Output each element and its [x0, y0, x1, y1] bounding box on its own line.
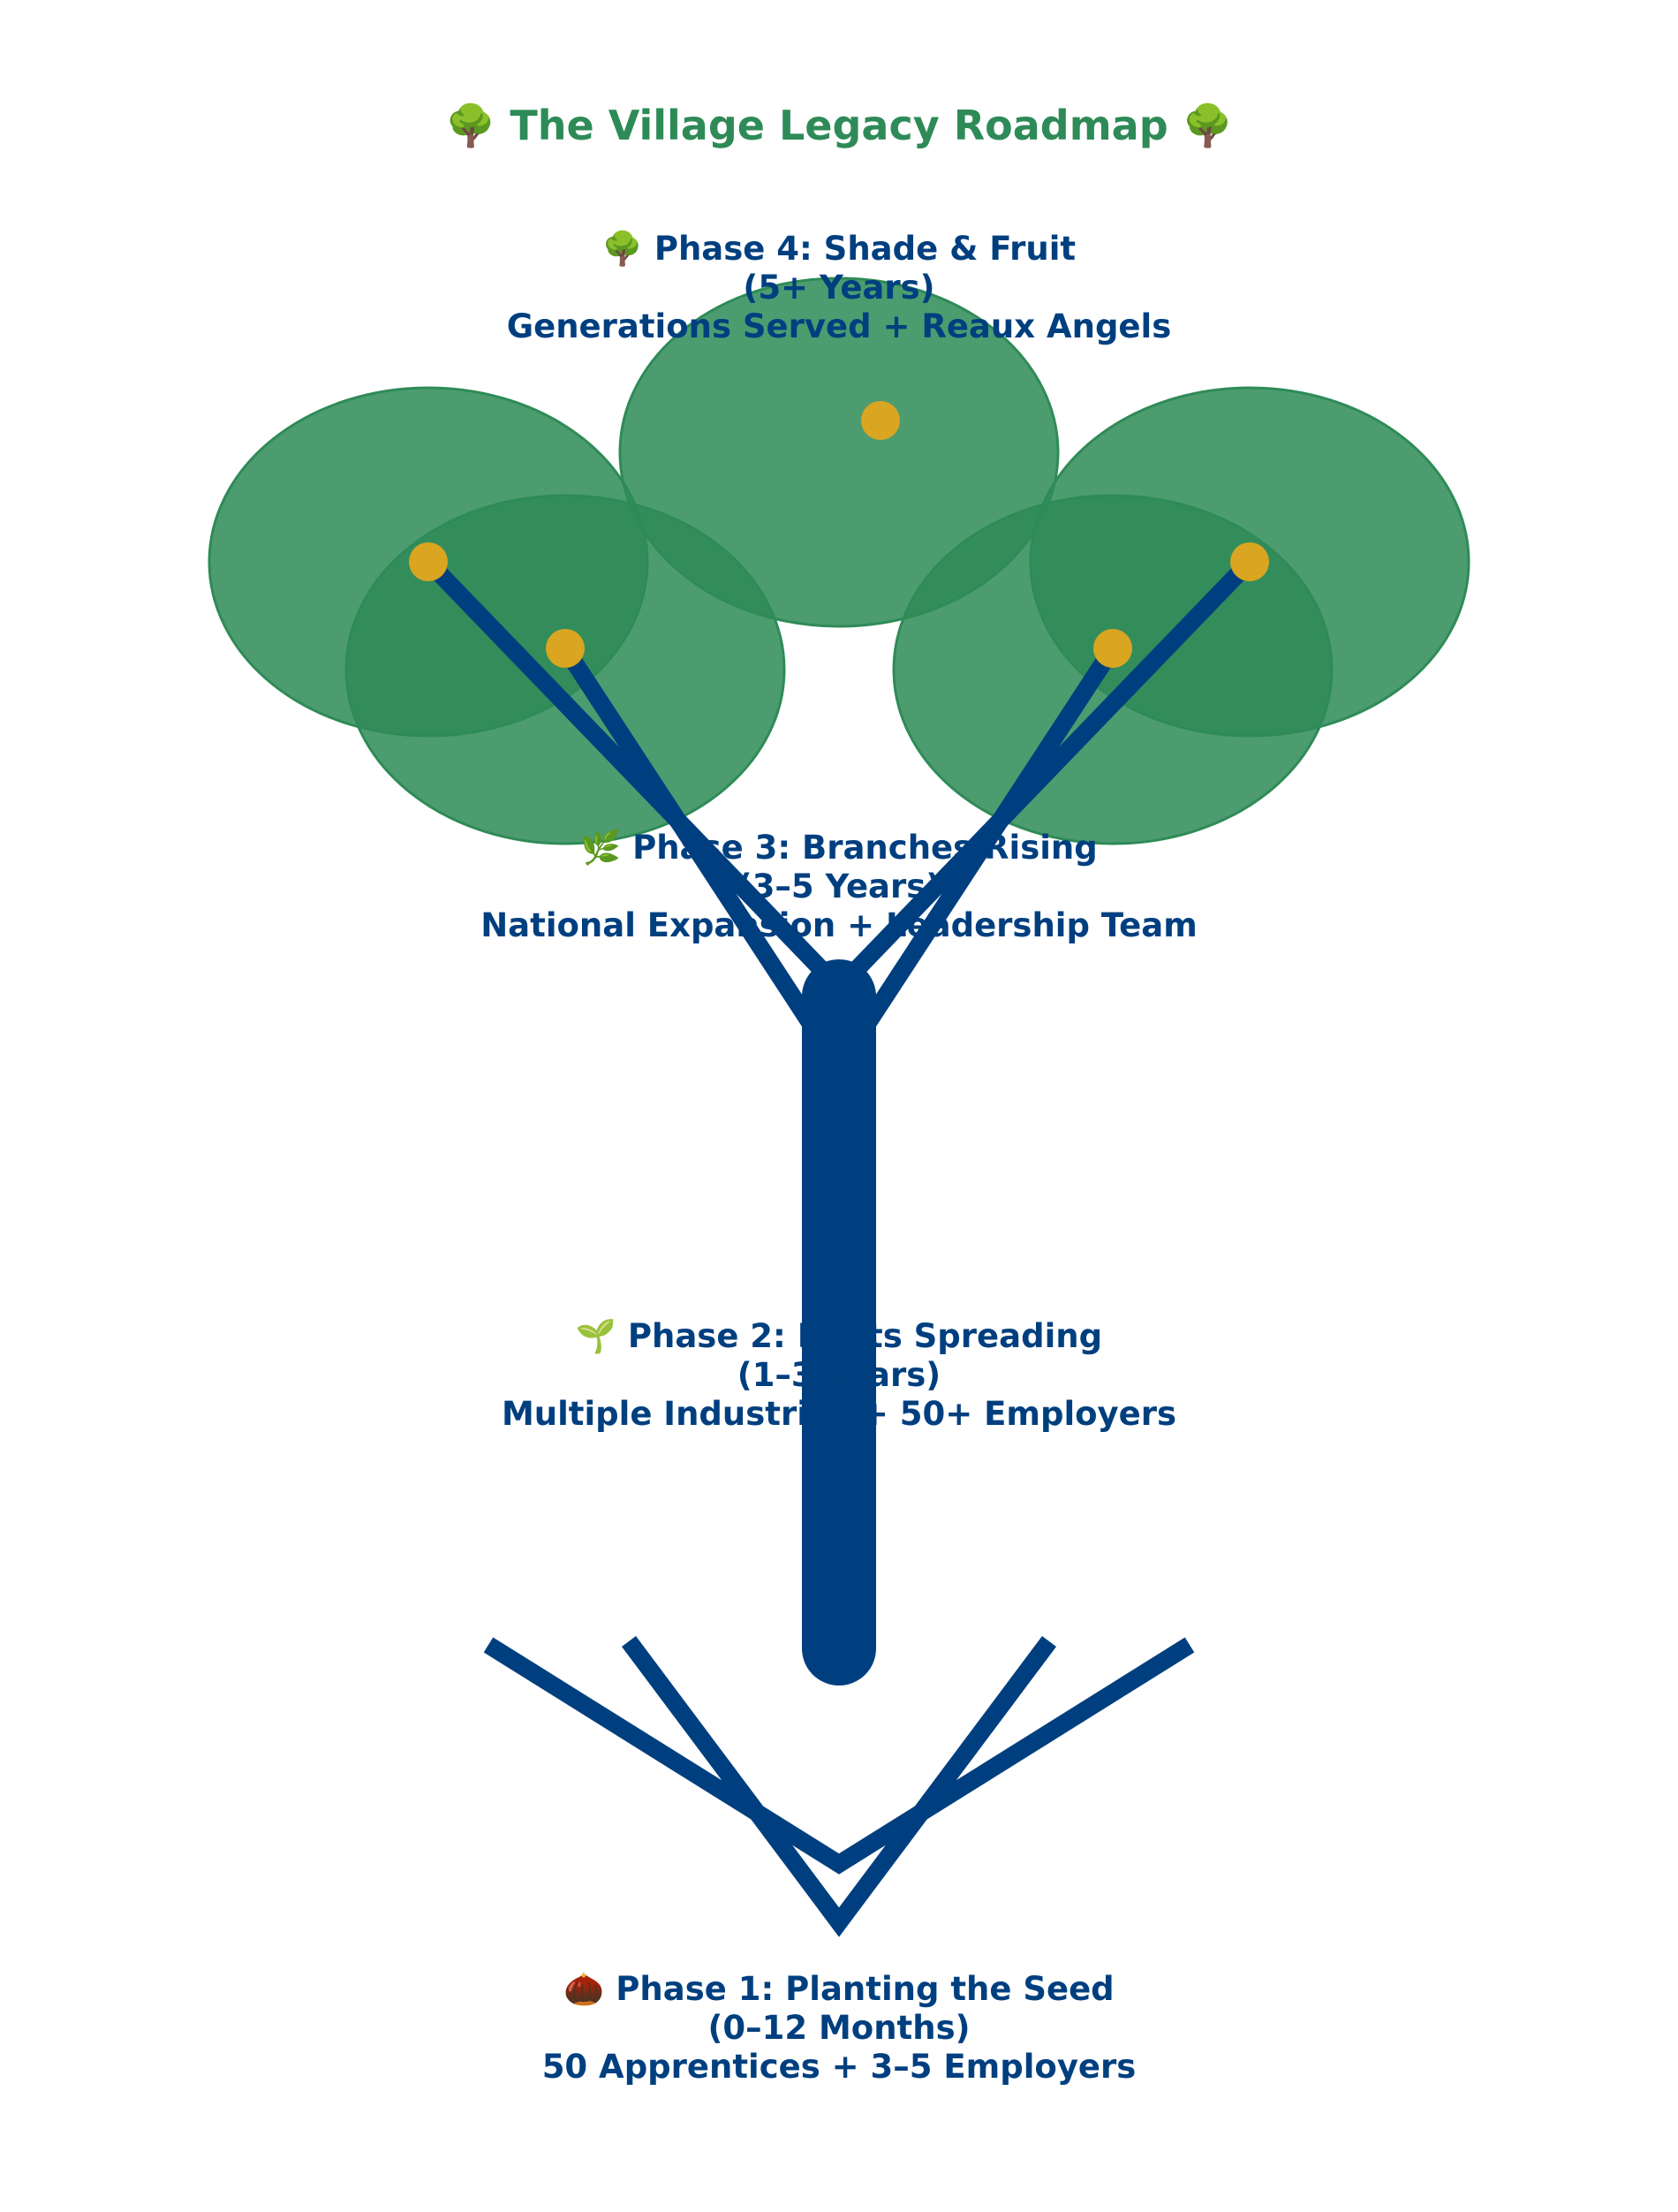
canopy-top — [618, 276, 1060, 628]
tree-fruits — [409, 401, 1269, 668]
phase-3-description: National Expansion + Leadership Team — [480, 906, 1198, 944]
phase-3-title: 🌿 Phase 3: Branches Rising — [580, 829, 1098, 867]
branch-far-left — [421, 556, 846, 994]
diagram-title: 🌳 The Village Legacy Roadmap 🌳 — [445, 101, 1233, 149]
phase-1-duration: (0–12 Months) — [707, 2009, 970, 2047]
phase-4-description: Generations Served + Reaux Angels — [507, 307, 1172, 345]
phase-1-title: 🌰 Phase 1: Planting the Seed — [563, 1970, 1114, 2008]
tree-canopy — [208, 276, 1470, 845]
branch-inner-left — [557, 643, 847, 1072]
phase-3-duration: (3–5 Years) — [737, 867, 941, 905]
phase-2-title: 🌱 Phase 2: Roots Spreading — [576, 1317, 1102, 1355]
tree-roots — [483, 1636, 1195, 1937]
fruit-far-left — [409, 542, 448, 581]
phase-3-label: 🌿 Phase 3: Branches Rising (3–5 Years) N… — [480, 829, 1198, 944]
phase-1-label: 🌰 Phase 1: Planting the Seed (0–12 Month… — [542, 1970, 1137, 2086]
fruit-far-right — [1230, 542, 1269, 581]
canopy-inner-right — [892, 494, 1334, 845]
phase-2-description: Multiple Industries + 50+ Employers — [502, 1395, 1176, 1433]
phase-4-duration: (5+ Years) — [743, 269, 934, 307]
phase-4-label: 🌳 Phase 4: Shade & Fruit (5+ Years) Gene… — [507, 229, 1172, 345]
phase-2-duration: (1–3 Years) — [737, 1356, 941, 1394]
fruit-inner-left — [546, 629, 585, 668]
phase-1-description: 50 Apprentices + 3–5 Employers — [542, 2048, 1137, 2086]
tree-branches — [421, 556, 1257, 1072]
fruit-inner-right — [1093, 629, 1132, 668]
branch-far-right — [832, 556, 1257, 994]
fruit-top — [861, 401, 900, 440]
root-inner — [621, 1636, 1057, 1937]
canopy-inner-left — [344, 494, 786, 845]
phase-4-title: 🌳 Phase 4: Shade & Fruit — [602, 229, 1076, 268]
branch-inner-right — [831, 643, 1121, 1072]
phase-2-label: 🌱 Phase 2: Roots Spreading (1–3 Years) M… — [502, 1317, 1176, 1433]
root-outer — [483, 1637, 1195, 1875]
